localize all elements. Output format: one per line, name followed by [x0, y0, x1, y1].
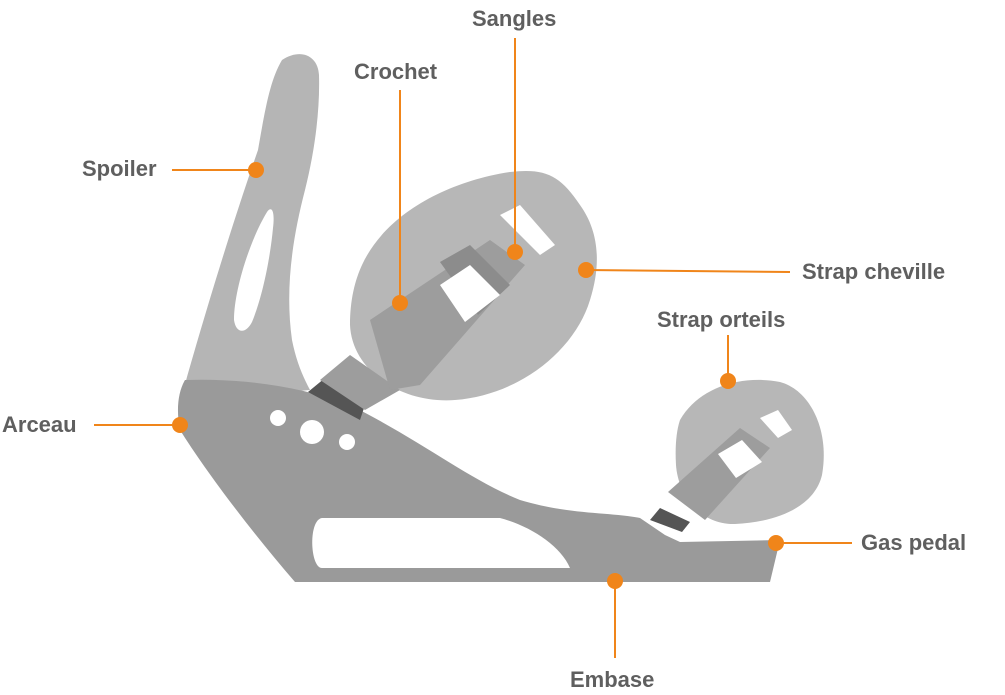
- label-crochet: Crochet: [354, 59, 438, 84]
- spoiler-cutout: [234, 209, 274, 331]
- label-embase: Embase: [570, 667, 654, 692]
- label-gas-pedal: Gas pedal: [861, 530, 966, 555]
- toe-ladder: [760, 410, 792, 438]
- label-arceau: Arceau: [2, 412, 77, 437]
- marker-crochet: [392, 295, 408, 311]
- marker-sangles: [507, 244, 523, 260]
- marker-strap-cheville: [578, 262, 594, 278]
- ankle-strap-neck: [320, 355, 400, 410]
- label-strap-cheville: Strap cheville: [802, 259, 945, 284]
- label-sangles: Sangles: [472, 6, 556, 31]
- spoiler-shape: [180, 54, 320, 402]
- ankle-ladder: [500, 205, 555, 255]
- base-hole: [339, 434, 355, 450]
- marker-strap-orteils: [720, 373, 736, 389]
- marker-arceau: [172, 417, 188, 433]
- label-spoiler: Spoiler: [82, 156, 157, 181]
- base-cutout: [312, 518, 570, 568]
- base-hole: [300, 420, 324, 444]
- marker-spoiler: [248, 162, 264, 178]
- ankle-buckle-window: [440, 265, 500, 322]
- base-hole: [270, 410, 286, 426]
- toe-hook: [650, 508, 690, 532]
- toe-buckle-window: [718, 440, 762, 478]
- leader-strap-cheville: [585, 269, 791, 273]
- label-strap-orteils: Strap orteils: [657, 307, 785, 332]
- ankle-hook: [308, 378, 365, 420]
- marker-gas-pedal: [768, 535, 784, 551]
- marker-embase: [607, 573, 623, 589]
